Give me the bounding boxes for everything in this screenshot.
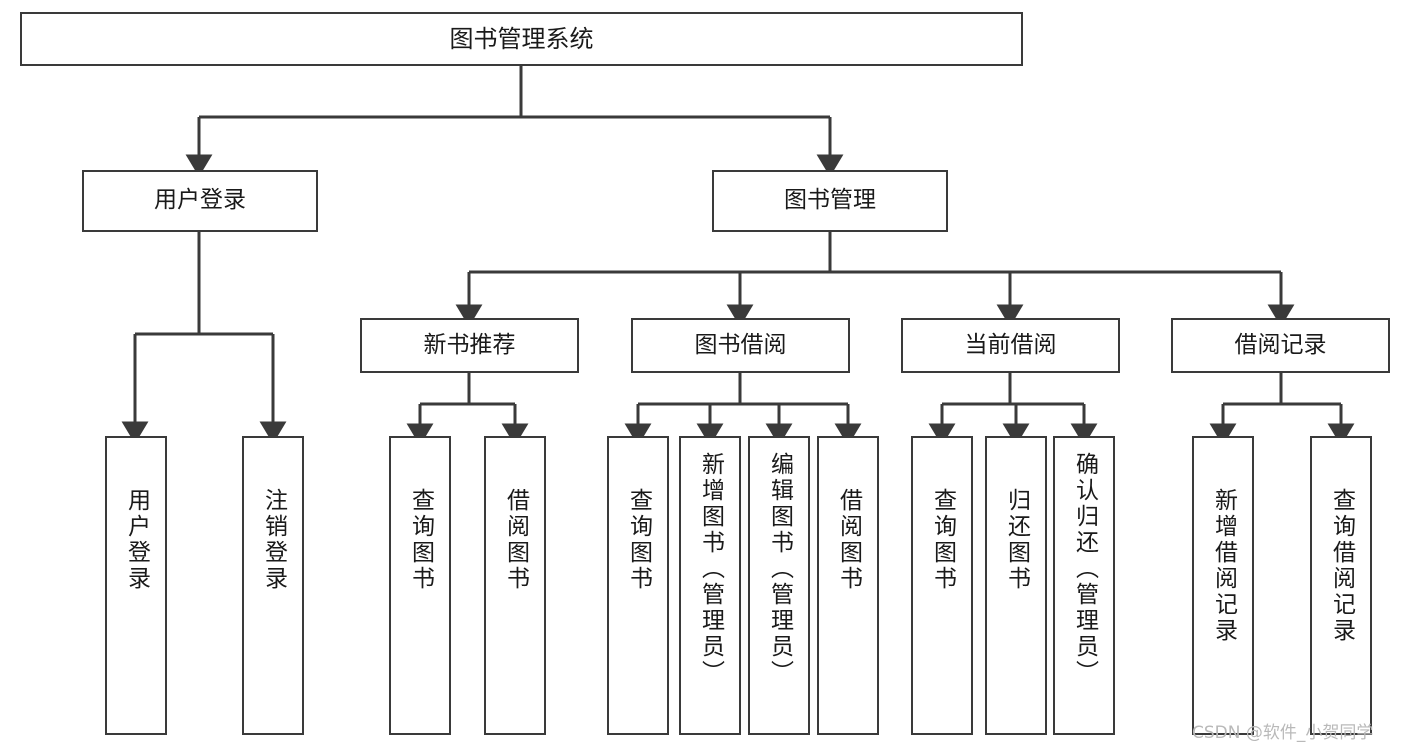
node-leaf-add-borrow-record[interactable]: 新增借阅记录: [1192, 436, 1254, 735]
node-current-borrow-label: 当前借阅: [964, 331, 1057, 358]
node-leaf-query-book-3[interactable]: 查询图书: [911, 436, 973, 735]
node-leaf-query-borrow-record[interactable]: 查询借阅记录: [1310, 436, 1372, 735]
node-borrow-record-label: 借阅记录: [1234, 331, 1327, 358]
node-leaf-user-login[interactable]: 用户登录: [105, 436, 167, 735]
node-leaf-query-book-1[interactable]: 查询图书: [389, 436, 451, 735]
node-leaf-query-book-2-label: 查询图书: [625, 488, 652, 592]
node-user-login[interactable]: 用户登录: [82, 170, 318, 232]
node-book-borrow-label: 图书借阅: [694, 331, 787, 358]
node-leaf-borrow-book-2[interactable]: 借阅图书: [817, 436, 879, 735]
node-borrow-record[interactable]: 借阅记录: [1171, 318, 1390, 373]
node-leaf-user-logout-label: 注销登录: [260, 488, 287, 592]
node-leaf-query-book-2[interactable]: 查询图书: [607, 436, 669, 735]
node-book-manage-label: 图书管理: [784, 187, 876, 214]
node-new-book-recommend-label: 新书推荐: [423, 331, 516, 358]
node-leaf-borrow-book-1-label: 借阅图书: [502, 488, 529, 592]
node-leaf-add-borrow-record-label: 新增借阅记录: [1210, 488, 1237, 644]
node-leaf-confirm-return-admin[interactable]: 确认归还（管理员）: [1053, 436, 1115, 735]
node-leaf-edit-book-admin-label: 编辑图书（管理员）: [766, 452, 793, 686]
node-root-label: 图书管理系统: [449, 24, 594, 53]
node-leaf-return-book-label: 归还图书: [1003, 488, 1030, 592]
node-leaf-user-logout[interactable]: 注销登录: [242, 436, 304, 735]
node-leaf-add-book-admin-label: 新增图书（管理员）: [697, 452, 724, 686]
node-leaf-add-book-admin[interactable]: 新增图书（管理员）: [679, 436, 741, 735]
node-leaf-query-borrow-record-label: 查询借阅记录: [1328, 488, 1355, 644]
node-user-login-label: 用户登录: [154, 187, 246, 214]
node-book-borrow[interactable]: 图书借阅: [631, 318, 850, 373]
node-leaf-user-login-label: 用户登录: [123, 488, 150, 592]
node-current-borrow[interactable]: 当前借阅: [901, 318, 1120, 373]
node-root[interactable]: 图书管理系统: [20, 12, 1023, 66]
node-leaf-confirm-return-admin-label: 确认归还（管理员）: [1071, 452, 1098, 686]
node-leaf-query-book-3-label: 查询图书: [929, 488, 956, 592]
node-new-book-recommend[interactable]: 新书推荐: [360, 318, 579, 373]
node-book-manage[interactable]: 图书管理: [712, 170, 948, 232]
node-leaf-return-book[interactable]: 归还图书: [985, 436, 1047, 735]
node-leaf-edit-book-admin[interactable]: 编辑图书（管理员）: [748, 436, 810, 735]
csdn-watermark: CSDN @软件_小贺同学: [1192, 723, 1374, 743]
node-leaf-borrow-book-1[interactable]: 借阅图书: [484, 436, 546, 735]
node-leaf-borrow-book-2-label: 借阅图书: [835, 488, 862, 592]
node-leaf-query-book-1-label: 查询图书: [407, 488, 434, 592]
